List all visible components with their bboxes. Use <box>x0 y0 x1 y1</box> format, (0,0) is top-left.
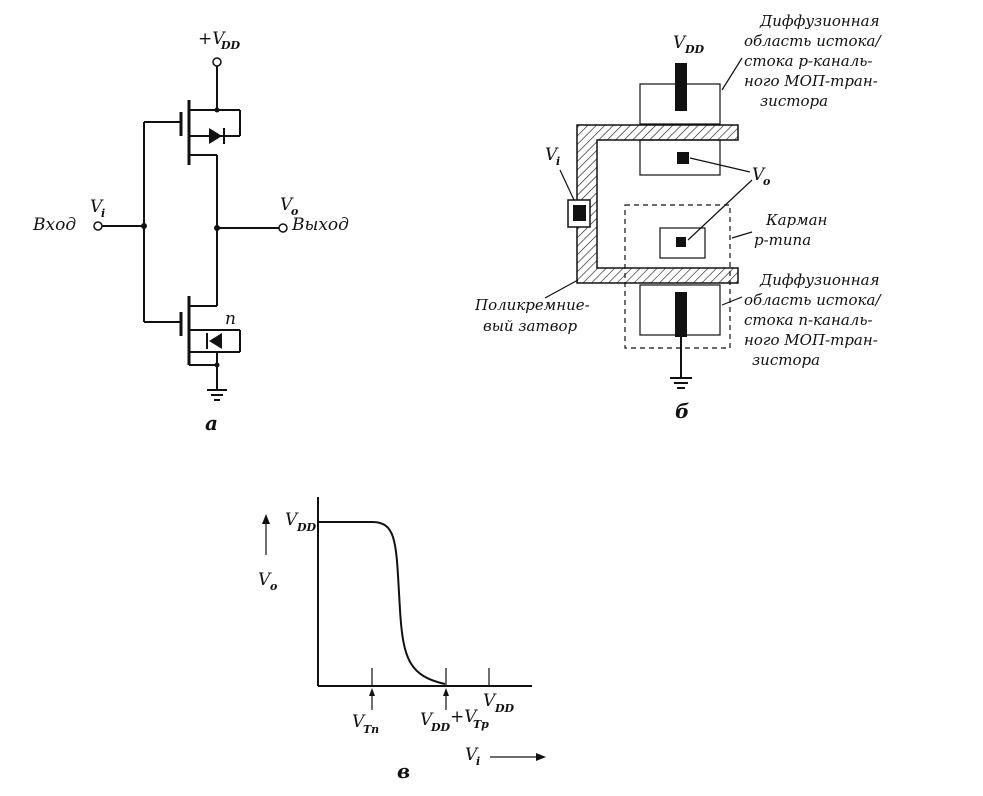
tick-vdd-sub: DD <box>494 702 515 715</box>
tick-vtn: V <box>352 712 366 732</box>
svg-text:Диффузионная: Диффузионная <box>759 12 880 30</box>
svg-text:Поликремние-: Поликремние- <box>474 296 590 314</box>
caption-a: а <box>205 411 218 435</box>
nmos-transistor: n <box>144 228 241 390</box>
svg-text:вый затвор: вый затвор <box>483 317 577 335</box>
svg-text:зистора: зистора <box>760 92 828 110</box>
tick-vddvtp: V <box>420 710 434 730</box>
x-axis-label: V <box>465 745 479 765</box>
n-label: n <box>225 309 236 329</box>
x-arrow-icon <box>490 753 546 761</box>
svg-text:Диффузионная: Диффузионная <box>759 271 880 289</box>
output-terminal <box>278 223 288 233</box>
poly-gate <box>576 124 739 284</box>
y-axis-label: V <box>258 570 272 590</box>
y-arrow-icon <box>262 514 270 555</box>
ground-contact <box>675 292 687 337</box>
ground-icon-a <box>207 389 227 401</box>
n-diffusion-top <box>659 227 706 259</box>
vdd-sub-a: DD <box>220 39 241 52</box>
poly-gate-annotation: Поликремние- вый затвор <box>474 279 590 335</box>
input-label: Вход <box>32 215 76 235</box>
svg-text:ного МОП-тран-: ного МОП-тран- <box>744 72 878 90</box>
inverter-layout: V DD V i V o Диффузионная область истока… <box>474 12 882 423</box>
output-label: Выход <box>291 215 349 235</box>
pocket-annotation: Карман p-типа <box>731 211 827 249</box>
caption-b: б <box>675 399 689 423</box>
svg-text:стока p-каналь-: стока p-каналь- <box>744 52 873 70</box>
tick-vtn-sub: Tn <box>363 723 379 736</box>
vo-contact-bottom <box>676 237 686 247</box>
n-diffusion-annotation: Диффузионная область истока/ стока n-кан… <box>721 271 882 369</box>
tick-vddvtp-plus-sub: Tp <box>473 718 489 731</box>
nmos-diode-icon <box>209 333 222 349</box>
svg-text:стока n-каналь-: стока n-каналь- <box>744 311 873 329</box>
vdd-contact <box>675 63 687 111</box>
input-terminal <box>93 221 103 231</box>
vi-label-a: V <box>90 197 104 217</box>
vo-label-b: V <box>752 165 766 185</box>
svg-text:ного МОП-тран-: ного МОП-тран- <box>744 331 878 349</box>
x-axis-sub: i <box>476 755 480 768</box>
vi-sub-b: i <box>556 155 560 168</box>
vi-label-b: V <box>545 145 559 165</box>
vo-label-a: V <box>280 195 294 215</box>
svg-text:зистора: зистора <box>752 351 820 369</box>
vdd-y-label: V <box>285 510 299 530</box>
vdd-sub-b: DD <box>684 43 705 56</box>
pmos-diode-icon <box>209 128 222 144</box>
tick-vdd: V <box>483 691 497 711</box>
caption-c: в <box>397 759 410 783</box>
svg-text:область истока/: область истока/ <box>744 32 882 50</box>
p-diffusion-annotation: Диффузионная область истока/ стока p-кан… <box>721 12 882 110</box>
vo-sub-b: o <box>763 175 770 188</box>
tick-arrow-vddvtp-icon <box>443 688 449 710</box>
tick-vddvtp-sub: DD <box>430 721 451 734</box>
y-axis-sub: o <box>270 580 277 593</box>
vi-sub-a: i <box>101 207 105 220</box>
svg-text:p-типа: p-типа <box>754 231 811 249</box>
pmos-transistor <box>144 100 241 228</box>
vdd-label-b: V <box>673 33 687 53</box>
vo-contact-top <box>677 152 689 164</box>
transfer-characteristic: V DD V o V Tn V DD +V Tp V DD V i <box>258 497 546 783</box>
vdd-terminal <box>212 57 222 67</box>
vdd-y-sub: DD <box>296 521 317 534</box>
ground-icon-b <box>670 377 692 389</box>
vi-contact <box>573 205 586 221</box>
vo-sub-a: o <box>291 205 298 218</box>
tick-vddvtp-plus: +V <box>450 707 478 727</box>
svg-text:Карман: Карман <box>765 211 827 229</box>
vdd-label-a: +V <box>198 29 226 49</box>
svg-text:область истока/: область истока/ <box>744 291 882 309</box>
tick-arrow-vtn-icon <box>369 688 375 710</box>
inverter-schematic: +V DD Вход V i V o <box>32 29 349 435</box>
vo-curve <box>318 521 446 685</box>
